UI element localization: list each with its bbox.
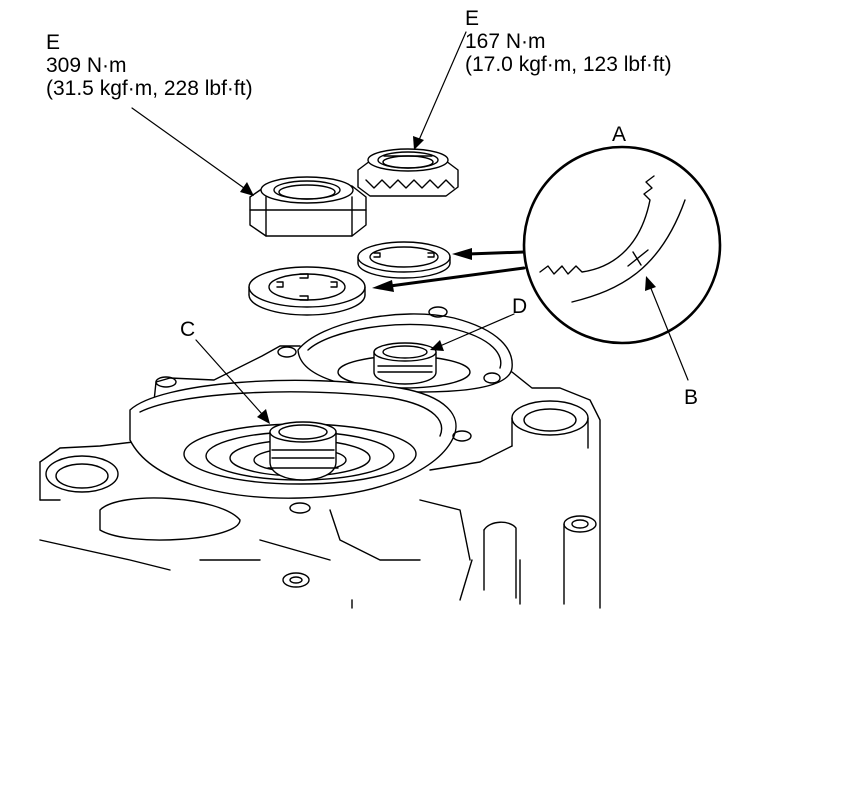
callout-a: A [612, 123, 627, 146]
transmission-case [39, 306, 601, 609]
torque-alt-309: (31.5 kgf·m, 228 lbf·ft) [46, 77, 253, 100]
large-locknut [249, 176, 367, 237]
small-lock-washer [357, 241, 451, 279]
detail-view-a [522, 145, 722, 345]
callout-b: B [684, 386, 699, 409]
callout-e-letter: E [465, 7, 480, 30]
detail-arrows [372, 248, 526, 292]
callout-e-small-locknut: E 167 N·m (17.0 kgf·m, 123 lbf·ft) [465, 7, 672, 76]
callout-c: C [180, 318, 196, 341]
torque-alt-167: (17.0 kgf·m, 123 lbf·ft) [465, 53, 672, 76]
callout-d: D [512, 295, 528, 318]
large-lock-washer [248, 266, 366, 316]
torque-nm-167: 167 N·m [465, 30, 546, 53]
small-locknut [357, 148, 459, 197]
torque-nm-309: 309 N·m [46, 54, 127, 77]
callout-e-letter: E [46, 31, 61, 54]
leader-lines [131, 31, 689, 424]
callout-e-large-locknut: E 309 N·m (31.5 kgf·m, 228 lbf·ft) [46, 31, 253, 100]
